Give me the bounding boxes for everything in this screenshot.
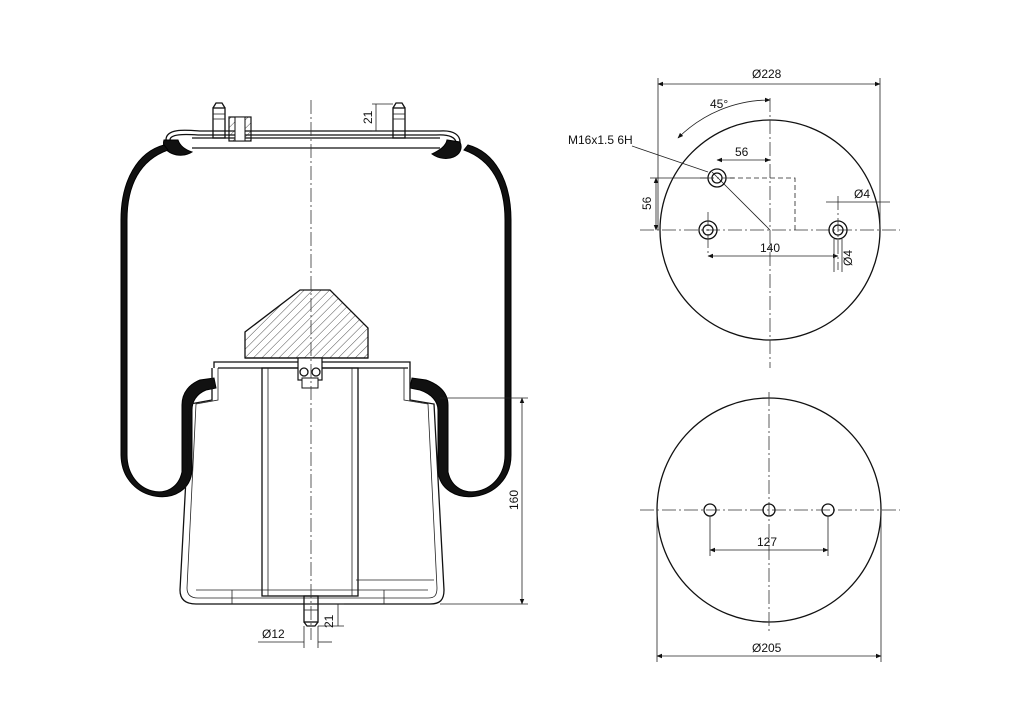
thread-callout: M16x1.5 6H: [568, 133, 709, 173]
top-bead-plate: [163, 129, 462, 159]
dim-top-outer-dia: Ø228: [657, 67, 881, 230]
bottom-hole-center: [762, 503, 776, 517]
dim-bottom-stud: 21: [318, 603, 344, 628]
dim-bottom-dia: Ø12: [258, 626, 332, 648]
top-stud-left: [212, 102, 226, 139]
dim-hole-right-label: Ø4: [854, 187, 870, 201]
thread-callout-label: M16x1.5 6H: [568, 133, 633, 147]
dim-hole-lower-label: Ø4: [841, 250, 855, 266]
dim-offset-y: 56: [640, 177, 708, 231]
dim-hole-spacing-bottom-label: 127: [757, 535, 777, 549]
dim-hole-right: Ø4: [826, 187, 890, 203]
air-fitting: [228, 116, 252, 142]
dim-hole-spacing-top: 140: [707, 241, 839, 259]
dim-bottom-dia-label: Ø12: [262, 627, 285, 641]
dim-top-stud-label: 21: [361, 110, 375, 124]
dim-offset-y-label: 56: [640, 196, 654, 210]
dim-offset-x-label: 56: [735, 145, 749, 159]
dim-top-stud: 21: [361, 103, 393, 132]
rubber-bellows: [120, 144, 512, 498]
dim-hole-spacing-top-label: 140: [760, 241, 780, 255]
dim-hole-spacing-bottom: 127: [709, 516, 829, 556]
dim-top-outer-dia-label: Ø228: [752, 67, 782, 81]
dim-height-label: 160: [507, 490, 521, 510]
dim-hole-lower: Ø4: [833, 239, 855, 272]
top-stud-right: [392, 102, 406, 139]
top-view: Ø228 45° M16x1.5 6H 56 56: [568, 67, 900, 368]
dim-angle-label: 45°: [710, 97, 728, 111]
mount-hole-left: [698, 212, 718, 256]
bump-stop: [244, 289, 369, 359]
section-view: 21: [120, 100, 528, 648]
dim-bottom-stud-label: 21: [322, 614, 336, 628]
dim-height: 160: [440, 397, 528, 605]
dim-bottom-outer-dia: Ø205: [656, 510, 882, 662]
bottom-view: 127 Ø205: [640, 392, 900, 662]
dim-offset-x: 56: [716, 145, 771, 163]
piston: [179, 357, 445, 627]
dim-bottom-outer-dia-label: Ø205: [752, 641, 782, 655]
dim-angle: 45°: [677, 97, 771, 231]
